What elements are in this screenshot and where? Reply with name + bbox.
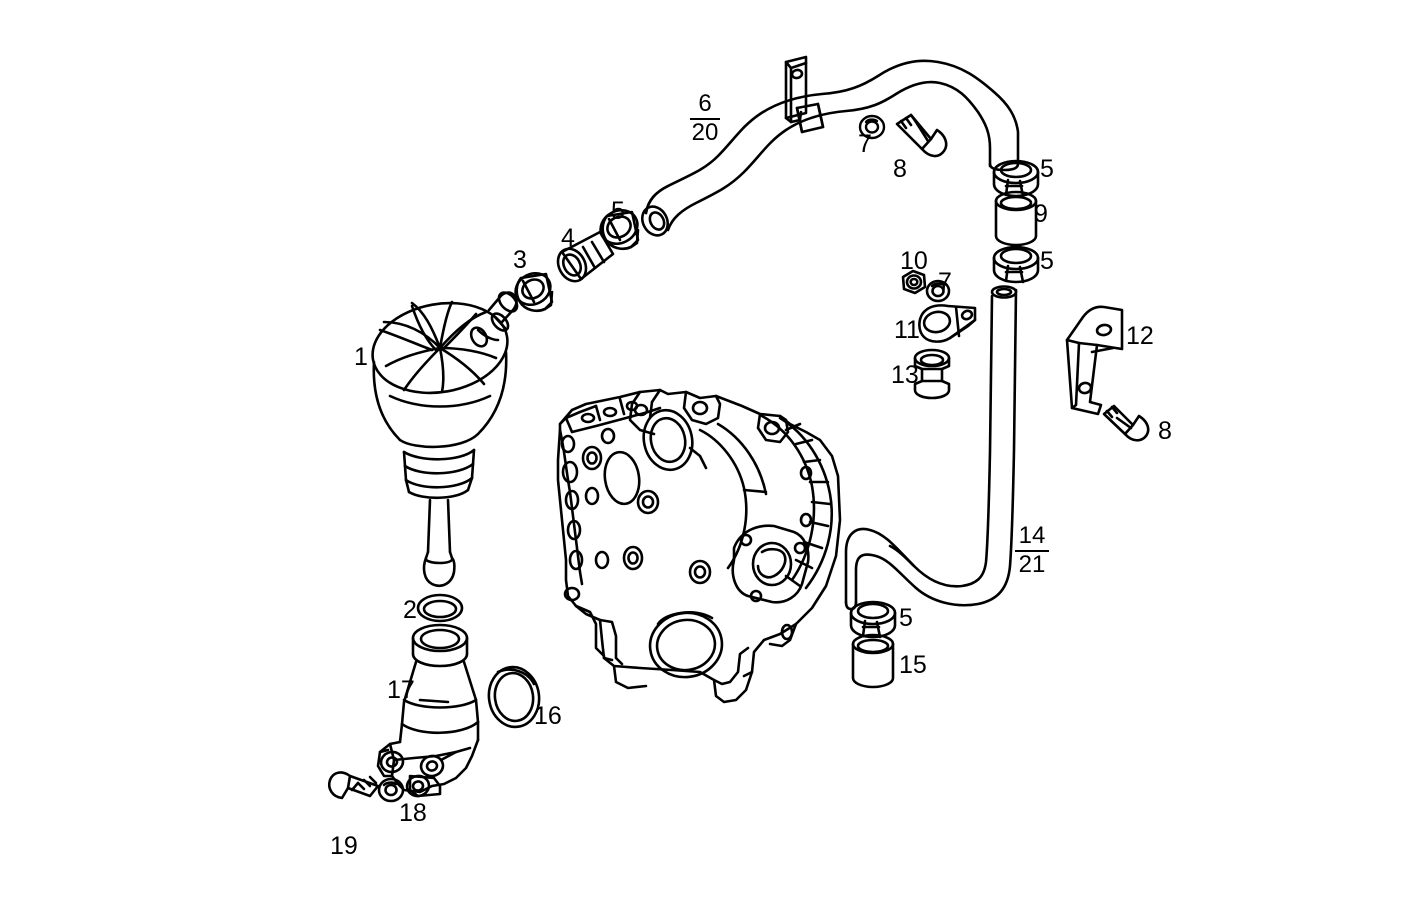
callout-5-left: 5 [611,197,625,225]
callout-5-middle: 5 [1040,247,1054,275]
callout-4: 4 [561,224,575,252]
hose-bracket-tab [784,55,808,124]
fraction-bar [1015,549,1049,552]
timing-gear-housing [556,388,842,704]
connector-sleeve-15 [851,633,895,689]
hose-clamp-5-middle [992,245,1040,284]
callout-5-bottom: 5 [899,604,913,632]
callout-6-20: 6 20 [690,90,720,146]
hose-clamp-5-bottom [849,600,897,639]
callout-17: 17 [387,676,415,704]
hose-retaining-clamp-11 [918,304,977,343]
nut-10 [901,269,927,295]
callout-5-upper: 5 [1040,155,1054,183]
callout-9: 9 [1034,200,1048,228]
connector-sleeve-4 [556,230,615,283]
callout-18: 18 [399,799,427,827]
hose-collar-clip [795,102,825,134]
callout-14-21: 14 21 [1015,522,1049,578]
o-ring-seal-2 [416,593,464,623]
callout-15: 15 [899,651,927,679]
connector-sleeve-9 [994,190,1038,247]
oil-separator-breather-1 [371,291,519,588]
callout-13: 13 [891,361,919,389]
callout-14-21-numerator: 14 [1018,522,1046,549]
callout-1: 1 [354,343,368,371]
callout-8-upper: 8 [893,155,907,183]
callout-2: 2 [403,596,417,624]
callout-7-upper: 7 [858,130,872,158]
callout-7-lower: 7 [938,268,952,296]
callout-12: 12 [1126,322,1154,350]
breather-adapter-housing-17 [376,623,480,798]
callout-6-20-numerator: 6 [698,90,712,117]
mounting-bracket-12 [1065,305,1124,416]
washer-7-lower [925,279,951,303]
callout-3: 3 [513,246,527,274]
washer-18 [377,777,405,803]
callout-14-21-denominator: 21 [1018,550,1046,578]
callout-16: 16 [534,702,562,730]
upper-breather-hose-part [640,55,1020,237]
bolt-8-right [1102,404,1150,442]
bolt-19 [327,771,380,800]
lower-breather-hose-part [844,285,1018,611]
callout-8-right: 8 [1158,417,1172,445]
callout-19: 19 [330,832,358,860]
callout-10: 10 [900,247,928,275]
callout-11: 11 [894,316,920,344]
washer-7-upper [858,114,886,140]
bolt-8-upper [895,113,948,158]
sealing-ring-16 [487,665,541,729]
fraction-bar [690,117,720,120]
rubber-grommet-13 [913,348,951,400]
callout-6-20-denominator: 20 [691,118,719,146]
